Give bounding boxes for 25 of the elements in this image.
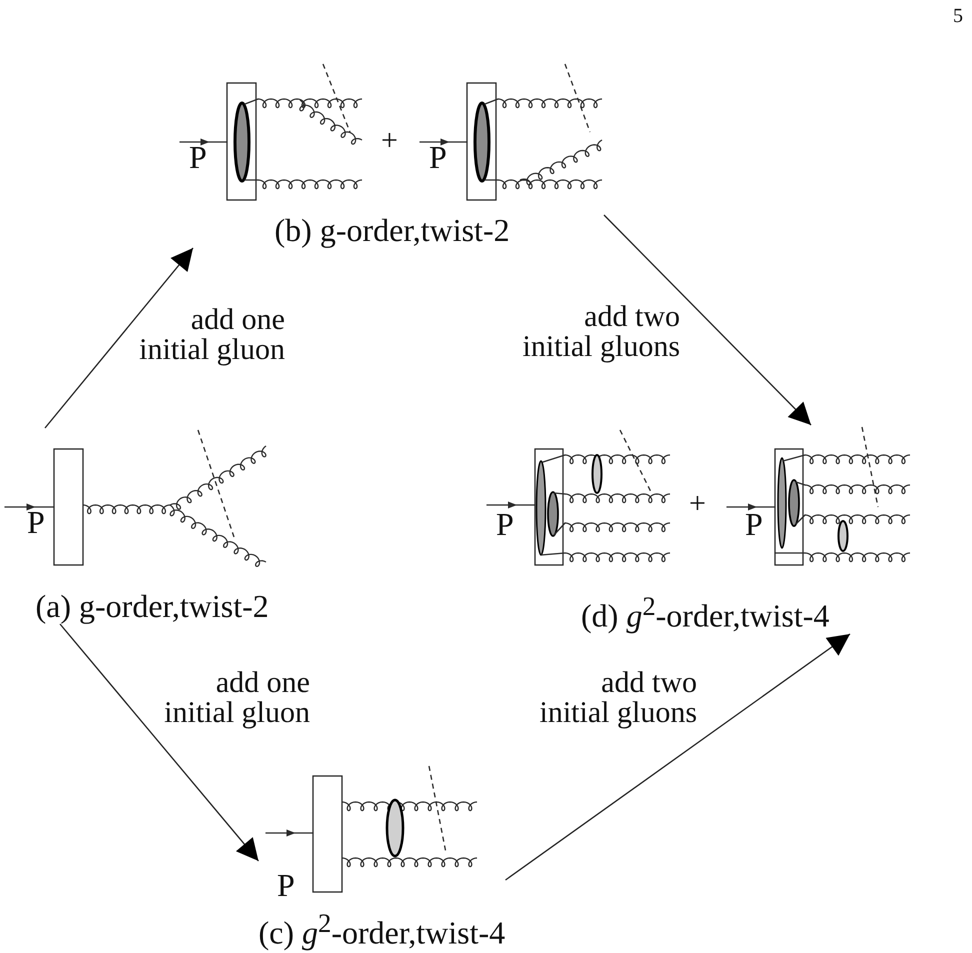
arrow — [44, 248, 194, 428]
arrow — [60, 624, 259, 862]
node-label: (a) g-order,twist-2 — [36, 588, 269, 624]
edge-label: add two initial gluons — [538, 668, 697, 728]
plus-sign: + — [689, 489, 706, 519]
arrow — [604, 214, 812, 426]
diagram-panel — [485, 425, 912, 634]
momentum-label: P — [429, 141, 447, 173]
diagram-panel — [258, 764, 506, 951]
momentum-label: P — [27, 506, 45, 538]
page-number: 5 — [953, 6, 963, 26]
plus-sign: + — [381, 126, 398, 156]
node-label: (c) g$^{2}$-order,twist-4 — [258, 907, 506, 951]
momentum-label: P — [745, 508, 763, 540]
edge-label: add one initial gluon — [138, 305, 285, 365]
arrow — [505, 633, 850, 881]
node-label: (d) g$^{2}$-order,twist-4 — [581, 590, 830, 634]
node-label: (b) g-order,twist-2 — [274, 212, 510, 248]
diagram-panel — [178, 62, 604, 248]
diagram-panel — [3, 428, 268, 624]
edge-label: add one initial gluon — [163, 668, 310, 728]
momentum-label: P — [189, 141, 207, 173]
edge-label: add two initial gluons — [522, 302, 680, 362]
momentum-label: P — [277, 869, 295, 901]
momentum-label: P — [496, 508, 514, 540]
